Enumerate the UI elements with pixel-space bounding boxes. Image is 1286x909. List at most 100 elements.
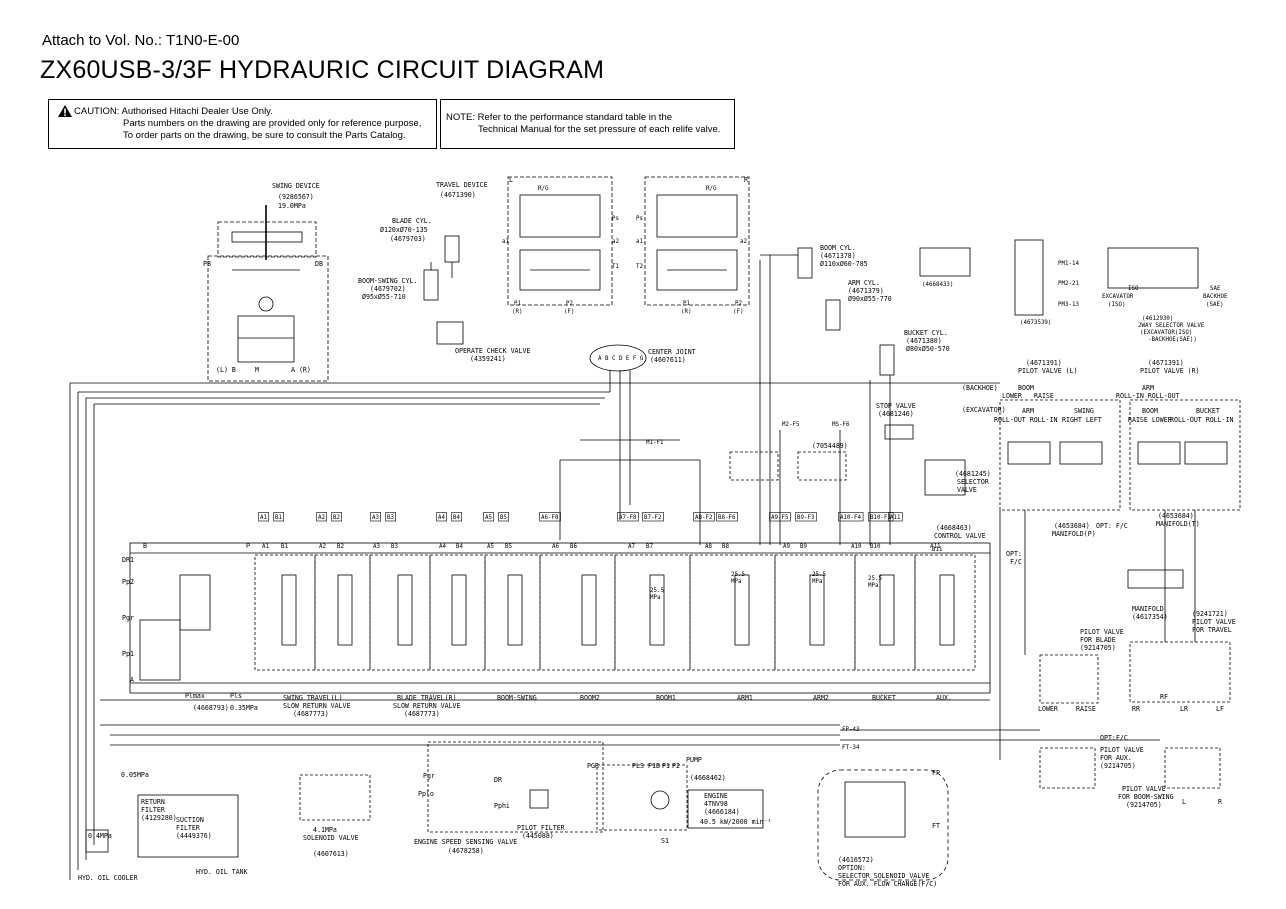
s1-label: S1 <box>661 837 669 845</box>
pilot-r-pn: (4671391) <box>1148 359 1184 367</box>
stop-valve-label: STOP VALVE <box>876 402 916 410</box>
ft-label: FT <box>932 822 940 830</box>
b-label: B <box>143 542 147 550</box>
rr-label: RR <box>1132 705 1140 713</box>
pilot-aux-label2: FOR AUX. <box>1100 754 1132 762</box>
a2-left: a2 <box>612 239 619 245</box>
swing-device-label: SWING DEVICE <box>272 182 320 190</box>
dr1-label: DR1 <box>122 556 134 564</box>
port-label-b1-frame <box>273 512 284 522</box>
control-valve-pn: (4668463) <box>936 524 972 532</box>
spool-port-a3: A3 <box>373 544 380 550</box>
relief-pressure-unit: MPa <box>868 583 878 589</box>
boom-cyl-label: BOOM CYL. <box>820 244 856 252</box>
option-label3: FOR AUX. FLOW CHANGE(F/C) <box>838 880 937 888</box>
solenoid-pn: (4607613) <box>313 850 349 858</box>
p005-label: 0.05MPa <box>121 771 149 779</box>
relief-pressure-value: 25.5 <box>731 572 745 578</box>
selector-2way-b: -BACKHOE(SAE)) <box>1148 337 1197 343</box>
ps-left: Ps <box>612 216 619 222</box>
rollin-rollout-label: ROLL-IN ROLL-OUT <box>1116 392 1180 400</box>
wiring <box>69 176 1241 881</box>
option-label2: SELECTOR SOLENOID VALVE <box>838 872 929 880</box>
engine-speed-label: ENGINE SPEED SENSING VALVE <box>414 838 517 846</box>
port-label-b9-f3: B9-F3 <box>797 515 815 521</box>
pilot-travel-pn: (9241721) <box>1192 610 1228 618</box>
blade-cyl-label: BLADE CYL. <box>392 217 432 225</box>
spool-port-a7: A7 <box>628 544 635 550</box>
spool-port-b8: B8 <box>722 544 729 550</box>
pilot-blade-label: PILOT VALVE <box>1080 628 1124 636</box>
bs-l-label: L <box>1182 798 1186 806</box>
port-label-b3-frame <box>385 512 396 522</box>
spool-port-a2: A2 <box>319 544 326 550</box>
raise2-label: RAISE <box>1076 705 1096 713</box>
r-paren-left: (R) <box>512 309 522 315</box>
relief-pressure-unit: MPa <box>650 595 660 601</box>
pilot-aux-pn: (9214705) <box>1100 762 1136 770</box>
pm3-label: PM3-13 <box>1058 302 1079 308</box>
solenoid-label: SOLENOID VALVE <box>303 834 359 842</box>
oil-tank-label: HYD. OIL TANK <box>196 868 248 876</box>
engine-pn: (4666184) <box>704 808 740 816</box>
attach-label: Attach to Vol. No.: T1N0-E-00 <box>42 32 240 49</box>
spool-port-a11: A11 <box>930 544 941 550</box>
bucket-cyl-dim: Ø80xØ50-570 <box>906 345 950 353</box>
spool-port-a4: A4 <box>439 544 446 550</box>
arm-exc-label: ARM <box>1022 407 1034 415</box>
ar-label: A (R) <box>291 366 311 374</box>
spool-port-a1: A1 <box>262 544 269 550</box>
spool-port-b1: B1 <box>281 544 288 550</box>
caution-icon <box>58 105 72 117</box>
suction-label2: FILTER <box>176 824 200 832</box>
spool-port-b11: B11 <box>932 547 943 553</box>
p4673539-label: (4673539) <box>1020 320 1051 326</box>
blade-travel-label: BLADE TRAVEL(R) <box>397 694 457 702</box>
bs-r-label: R <box>1218 798 1222 806</box>
caution-lead: CAUTION: Authorised Hitachi Dealer Use O… <box>74 106 273 117</box>
relief-pressure-unit: MPa <box>812 579 822 585</box>
pump-pn: (4668462) <box>690 774 726 782</box>
a1-right: a1 <box>636 239 643 245</box>
spool-port-b9: B9 <box>800 544 807 550</box>
port-label-b1: B1 <box>275 515 282 521</box>
arm-cyl-label: ARM CYL. <box>848 279 880 287</box>
swing-label: SWING <box>1074 407 1094 415</box>
boom-swing-pn: (4679702) <box>370 285 406 293</box>
selector-2way: 2WAY SELECTOR VALVE <box>1138 323 1205 329</box>
pls-label: Pls <box>230 692 242 700</box>
pilot-blade-pn: (9214705) <box>1080 644 1116 652</box>
f-paren-left: (F) <box>564 309 574 315</box>
stop-valve-pn: (4681246) <box>878 410 914 418</box>
selector-2way-a: (EXCAVATOR(ISO) <box>1140 330 1192 336</box>
msf6-label: MS-F6 <box>832 422 850 428</box>
selector-valve-label2: VALVE <box>957 486 977 494</box>
bucket-cyl-pn: (4671380) <box>906 337 942 345</box>
port-label-a7-f8-frame <box>617 512 639 522</box>
option-label: OPTION: <box>838 864 866 872</box>
swing-device-pn: (9286567) <box>278 193 314 201</box>
boom-cyl-pn: (4671378) <box>820 252 856 260</box>
ps-right: Ps <box>636 216 643 222</box>
port-label-a11-frame <box>888 512 903 522</box>
aux-section: AUX. <box>936 694 952 702</box>
port-label-a3: A3 <box>372 515 379 521</box>
m-label: M <box>255 366 259 374</box>
fp-label: FP <box>932 769 940 777</box>
suction-label: SUCTION <box>176 816 204 824</box>
bl-label: (L) B <box>216 366 236 374</box>
suction-pn: (4449376) <box>176 832 212 840</box>
bucket-r-label: BUCKET <box>1196 407 1220 415</box>
raise-label: RAISE <box>1034 392 1054 400</box>
pilot-l-label: PILOT VALVE (L) <box>1018 367 1078 375</box>
center-joint-pn: (4607611) <box>650 356 686 364</box>
port-label-a5: A5 <box>485 515 492 521</box>
port-label-b8-f6-frame <box>716 512 738 522</box>
opt-fc4-label: OPT:F/C <box>1100 734 1128 742</box>
arm1-section: ARM1 <box>737 694 753 702</box>
opt-fc-label: OPT: F/C <box>1096 522 1128 530</box>
pilot-r-label: PILOT VALVE (R) <box>1140 367 1200 375</box>
